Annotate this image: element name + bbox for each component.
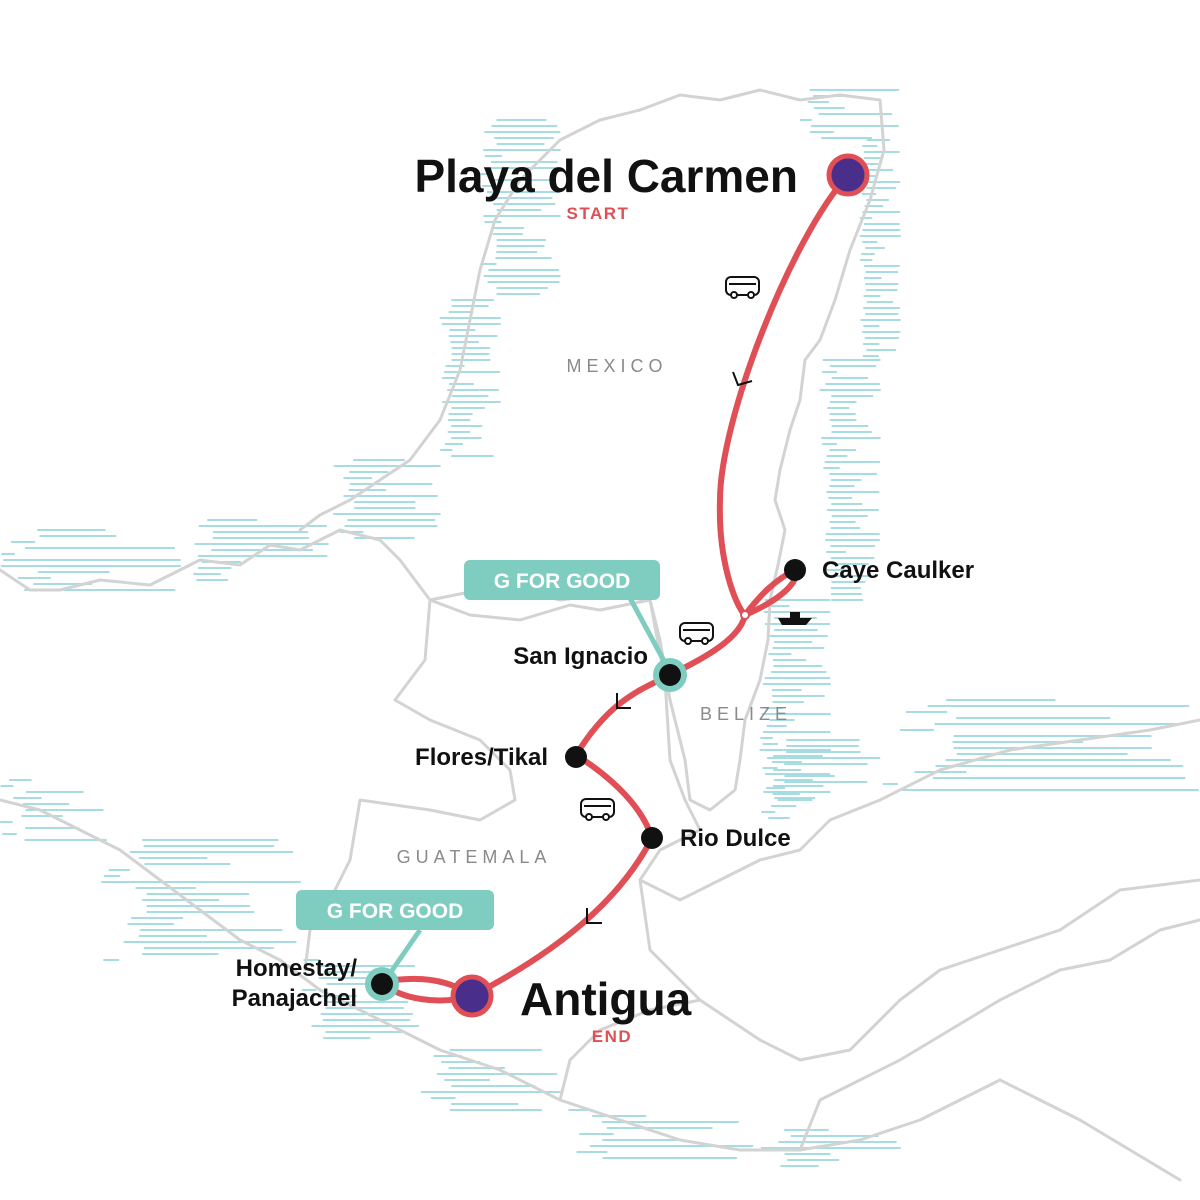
stop-label-panajachel: Panajachel xyxy=(232,985,357,1012)
bus-icon xyxy=(679,622,714,645)
stop-label-flores-tikal: Flores/Tikal xyxy=(415,744,548,771)
country-label-mexico: MEXICO xyxy=(566,356,667,376)
svg-text:G FOR GOOD: G FOR GOOD xyxy=(327,900,464,923)
boat-icon xyxy=(778,612,812,625)
stop-rio-dulce[interactable] xyxy=(641,827,663,849)
direction-chevrons xyxy=(586,371,753,924)
country-borders xyxy=(0,88,1200,1182)
stop-panajachel[interactable] xyxy=(371,973,393,995)
end-city-label: Antigua xyxy=(520,973,692,1025)
stop-flores-tikal[interactable] xyxy=(565,746,587,768)
end-marker[interactable] xyxy=(450,974,494,1018)
bus-icon xyxy=(580,798,615,821)
stop-san-ignacio[interactable] xyxy=(659,664,681,686)
stop-label-san-ignacio: San Ignacio xyxy=(513,643,648,670)
svg-text:G FOR GOOD: G FOR GOOD xyxy=(494,570,631,593)
start-tag: START xyxy=(567,204,630,223)
stop-label-rio-dulce: Rio Dulce xyxy=(680,825,791,852)
end-tag: END xyxy=(592,1027,632,1046)
map-labels: Playa del Carmen START Antigua END Caye … xyxy=(232,150,975,1046)
stop-label-caye-caulker: Caye Caulker xyxy=(822,557,974,584)
stop-markers xyxy=(365,153,870,1018)
country-label-belize: BELIZE xyxy=(700,704,792,724)
start-city-label: Playa del Carmen xyxy=(414,150,798,202)
stop-caye-caulker[interactable] xyxy=(784,559,806,581)
country-label-guatemala: GUATEMALA xyxy=(397,847,552,867)
start-marker[interactable] xyxy=(826,153,870,197)
bus-icon xyxy=(725,276,760,299)
stop-label-homestay: Homestay/ xyxy=(236,955,358,982)
